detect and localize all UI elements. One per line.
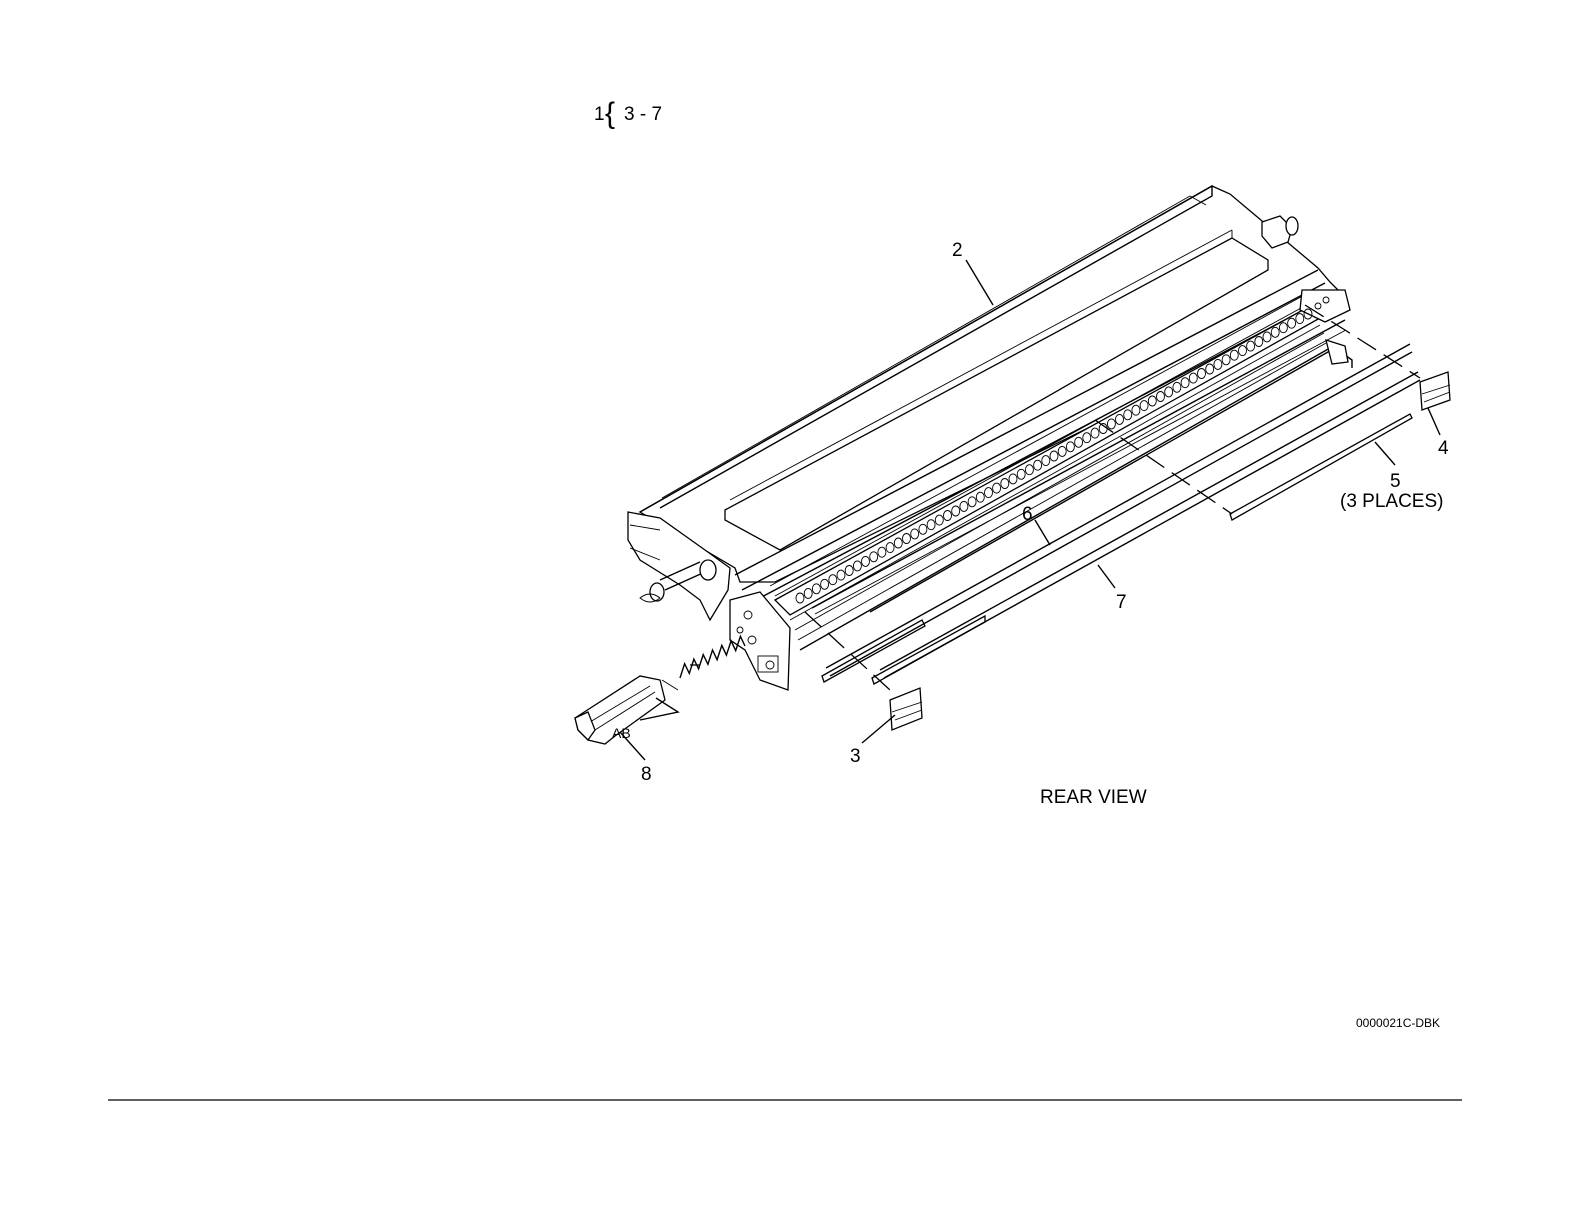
figure-id: 0000021C-DBK (1356, 1016, 1440, 1030)
callout-5-note: (3 PLACES) (1340, 491, 1443, 512)
assembly-range: 3 - 7 (624, 104, 662, 125)
callout-7: 7 (1116, 592, 1127, 613)
view-label: REAR VIEW (1040, 787, 1147, 808)
part-3-foot (890, 688, 922, 730)
callout-6: 6 (1022, 504, 1033, 525)
tray-frame (628, 186, 1352, 690)
part-4-foot (1420, 372, 1450, 410)
callout-2: 2 (952, 240, 963, 261)
callout-ab: AB (612, 725, 631, 741)
callout-3: 3 (850, 746, 861, 767)
callout-4: 4 (1438, 438, 1449, 459)
assembly-header: 1 { 3 - 7 (594, 97, 662, 130)
callout-5: 5 (1390, 471, 1401, 492)
callout-8: 8 (641, 764, 652, 785)
assembly-brace: { (605, 97, 615, 130)
assembly-number: 1 (594, 104, 605, 125)
